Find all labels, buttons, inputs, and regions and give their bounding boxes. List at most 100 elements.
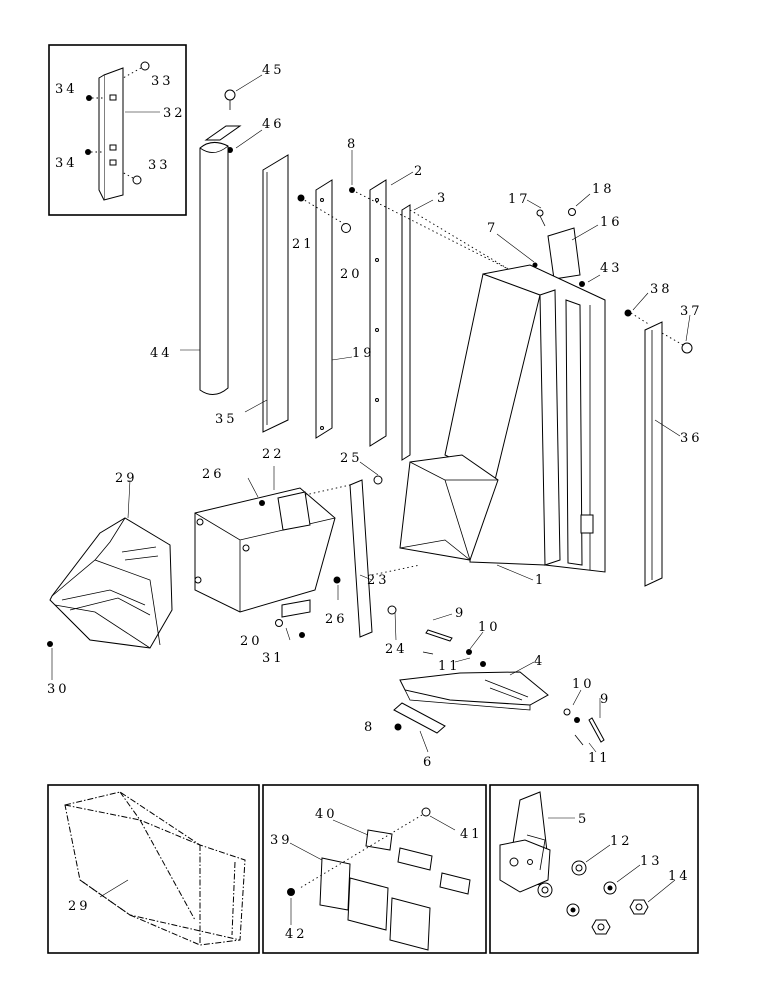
- callout-34: 34: [55, 82, 78, 97]
- inset-frame-top-left: [48, 44, 187, 216]
- nut-34: [85, 149, 91, 155]
- latch-hole: [509, 857, 519, 867]
- callout-24: 24: [385, 642, 408, 657]
- callout-14: 14: [668, 869, 691, 884]
- leader-29: [99, 879, 129, 898]
- callout-29: 29: [115, 471, 138, 486]
- callout-33: 33: [151, 74, 174, 89]
- latch-5-base: [499, 839, 551, 893]
- inset-frame-bottom-middle: [262, 784, 487, 954]
- inset-bracket-detail: 34 33 32 34 33: [48, 44, 187, 216]
- housing-22: [194, 487, 336, 613]
- callout-17: 17: [508, 192, 531, 207]
- pin-9: [425, 629, 453, 642]
- funnel-29-edges: [51, 517, 161, 646]
- callout-26: 26: [325, 612, 348, 627]
- nut-34: [86, 95, 92, 101]
- hole: [320, 198, 324, 202]
- funnel-29-edges: [54, 604, 151, 649]
- callout-23: 23: [367, 573, 390, 588]
- callout-44: 44: [150, 346, 173, 361]
- assembly-lines: [91, 67, 142, 179]
- chute-1-hopper-edge: [409, 461, 498, 561]
- nut-43: [579, 281, 585, 287]
- plate-4-slot: [484, 679, 529, 701]
- nut-8: [394, 723, 402, 731]
- bolt-37: [681, 342, 693, 354]
- washer-10: [574, 717, 580, 723]
- pin-17-tail: [539, 215, 546, 227]
- bracket-32-edge: [98, 74, 105, 201]
- callout-13: 13: [640, 854, 663, 869]
- inset-plates-detail: 40 41 39 42: [262, 784, 487, 954]
- bolt-25: [373, 475, 383, 485]
- funnel-29-outline: [64, 791, 246, 946]
- inset-funnel-outline: 29: [47, 784, 260, 954]
- chute-1-hopper: [399, 454, 499, 561]
- callout-4: 4: [534, 654, 545, 669]
- strap-6: [393, 702, 446, 734]
- callout-6: 6: [423, 755, 434, 770]
- plate-4: [399, 671, 549, 706]
- callout-32: 32: [163, 106, 186, 121]
- channel-35: [262, 154, 289, 433]
- bar-23: [349, 479, 373, 638]
- callout-26: 26: [202, 467, 225, 482]
- funnel-29-outline-edges: [64, 791, 241, 941]
- bracket-46: [204, 125, 242, 141]
- hole: [375, 258, 379, 262]
- assembly-lines: [304, 484, 351, 496]
- callout-2: 2: [414, 164, 425, 179]
- nut-14-hole: [635, 903, 643, 911]
- plate-4-edge: [404, 689, 531, 711]
- callout-43: 43: [600, 261, 623, 276]
- plate-40: [397, 847, 433, 871]
- washer-10: [480, 661, 486, 667]
- chute-1-slot: [580, 514, 594, 534]
- callout-37: 37: [680, 304, 703, 319]
- callout-11: 11: [588, 751, 611, 766]
- callout-9: 9: [455, 606, 466, 621]
- washer-10: [563, 708, 571, 716]
- funnel-29-slots: [121, 546, 159, 561]
- callout-25: 25: [340, 451, 363, 466]
- hole: [194, 576, 202, 584]
- lockwasher-13-hole: [607, 885, 613, 891]
- latch-hole: [527, 859, 533, 865]
- cotter-11: [574, 734, 584, 746]
- callout-16: 16: [600, 215, 623, 230]
- pin-17: [536, 209, 544, 217]
- callout-7: 7: [487, 221, 498, 236]
- callout-9: 9: [600, 692, 611, 707]
- assembly-lines: [630, 312, 684, 346]
- plate-40: [439, 872, 471, 895]
- callout-42: 42: [285, 927, 308, 942]
- washer-12-hole: [541, 886, 549, 894]
- washer-10: [466, 649, 472, 655]
- bracket-slot: [109, 159, 117, 166]
- hole: [242, 544, 250, 552]
- strip-2: [369, 179, 387, 447]
- callout-35: 35: [215, 412, 238, 427]
- funnel-29: [49, 517, 173, 649]
- bolt-41: [421, 807, 431, 817]
- chute-1-rib: [539, 289, 561, 566]
- housing-22-tab: [281, 599, 311, 618]
- nut-26: [333, 576, 341, 584]
- strip-3: [401, 204, 411, 461]
- tube-44-lip: [199, 145, 229, 153]
- callout-1: 1: [535, 573, 546, 588]
- callout-19: 19: [352, 346, 375, 361]
- latch-5-edge: [526, 834, 546, 871]
- lockwasher-13-hole: [570, 907, 576, 913]
- callout-30: 30: [47, 682, 70, 697]
- pin-9: [588, 717, 605, 743]
- callout-20: 20: [240, 634, 263, 649]
- leader-lines: [548, 817, 676, 903]
- callout-38: 38: [650, 282, 673, 297]
- strip-19: [315, 179, 333, 439]
- chute-1-rib: [565, 299, 583, 566]
- bolt-33-head: [132, 175, 142, 185]
- plate-39: [319, 857, 351, 911]
